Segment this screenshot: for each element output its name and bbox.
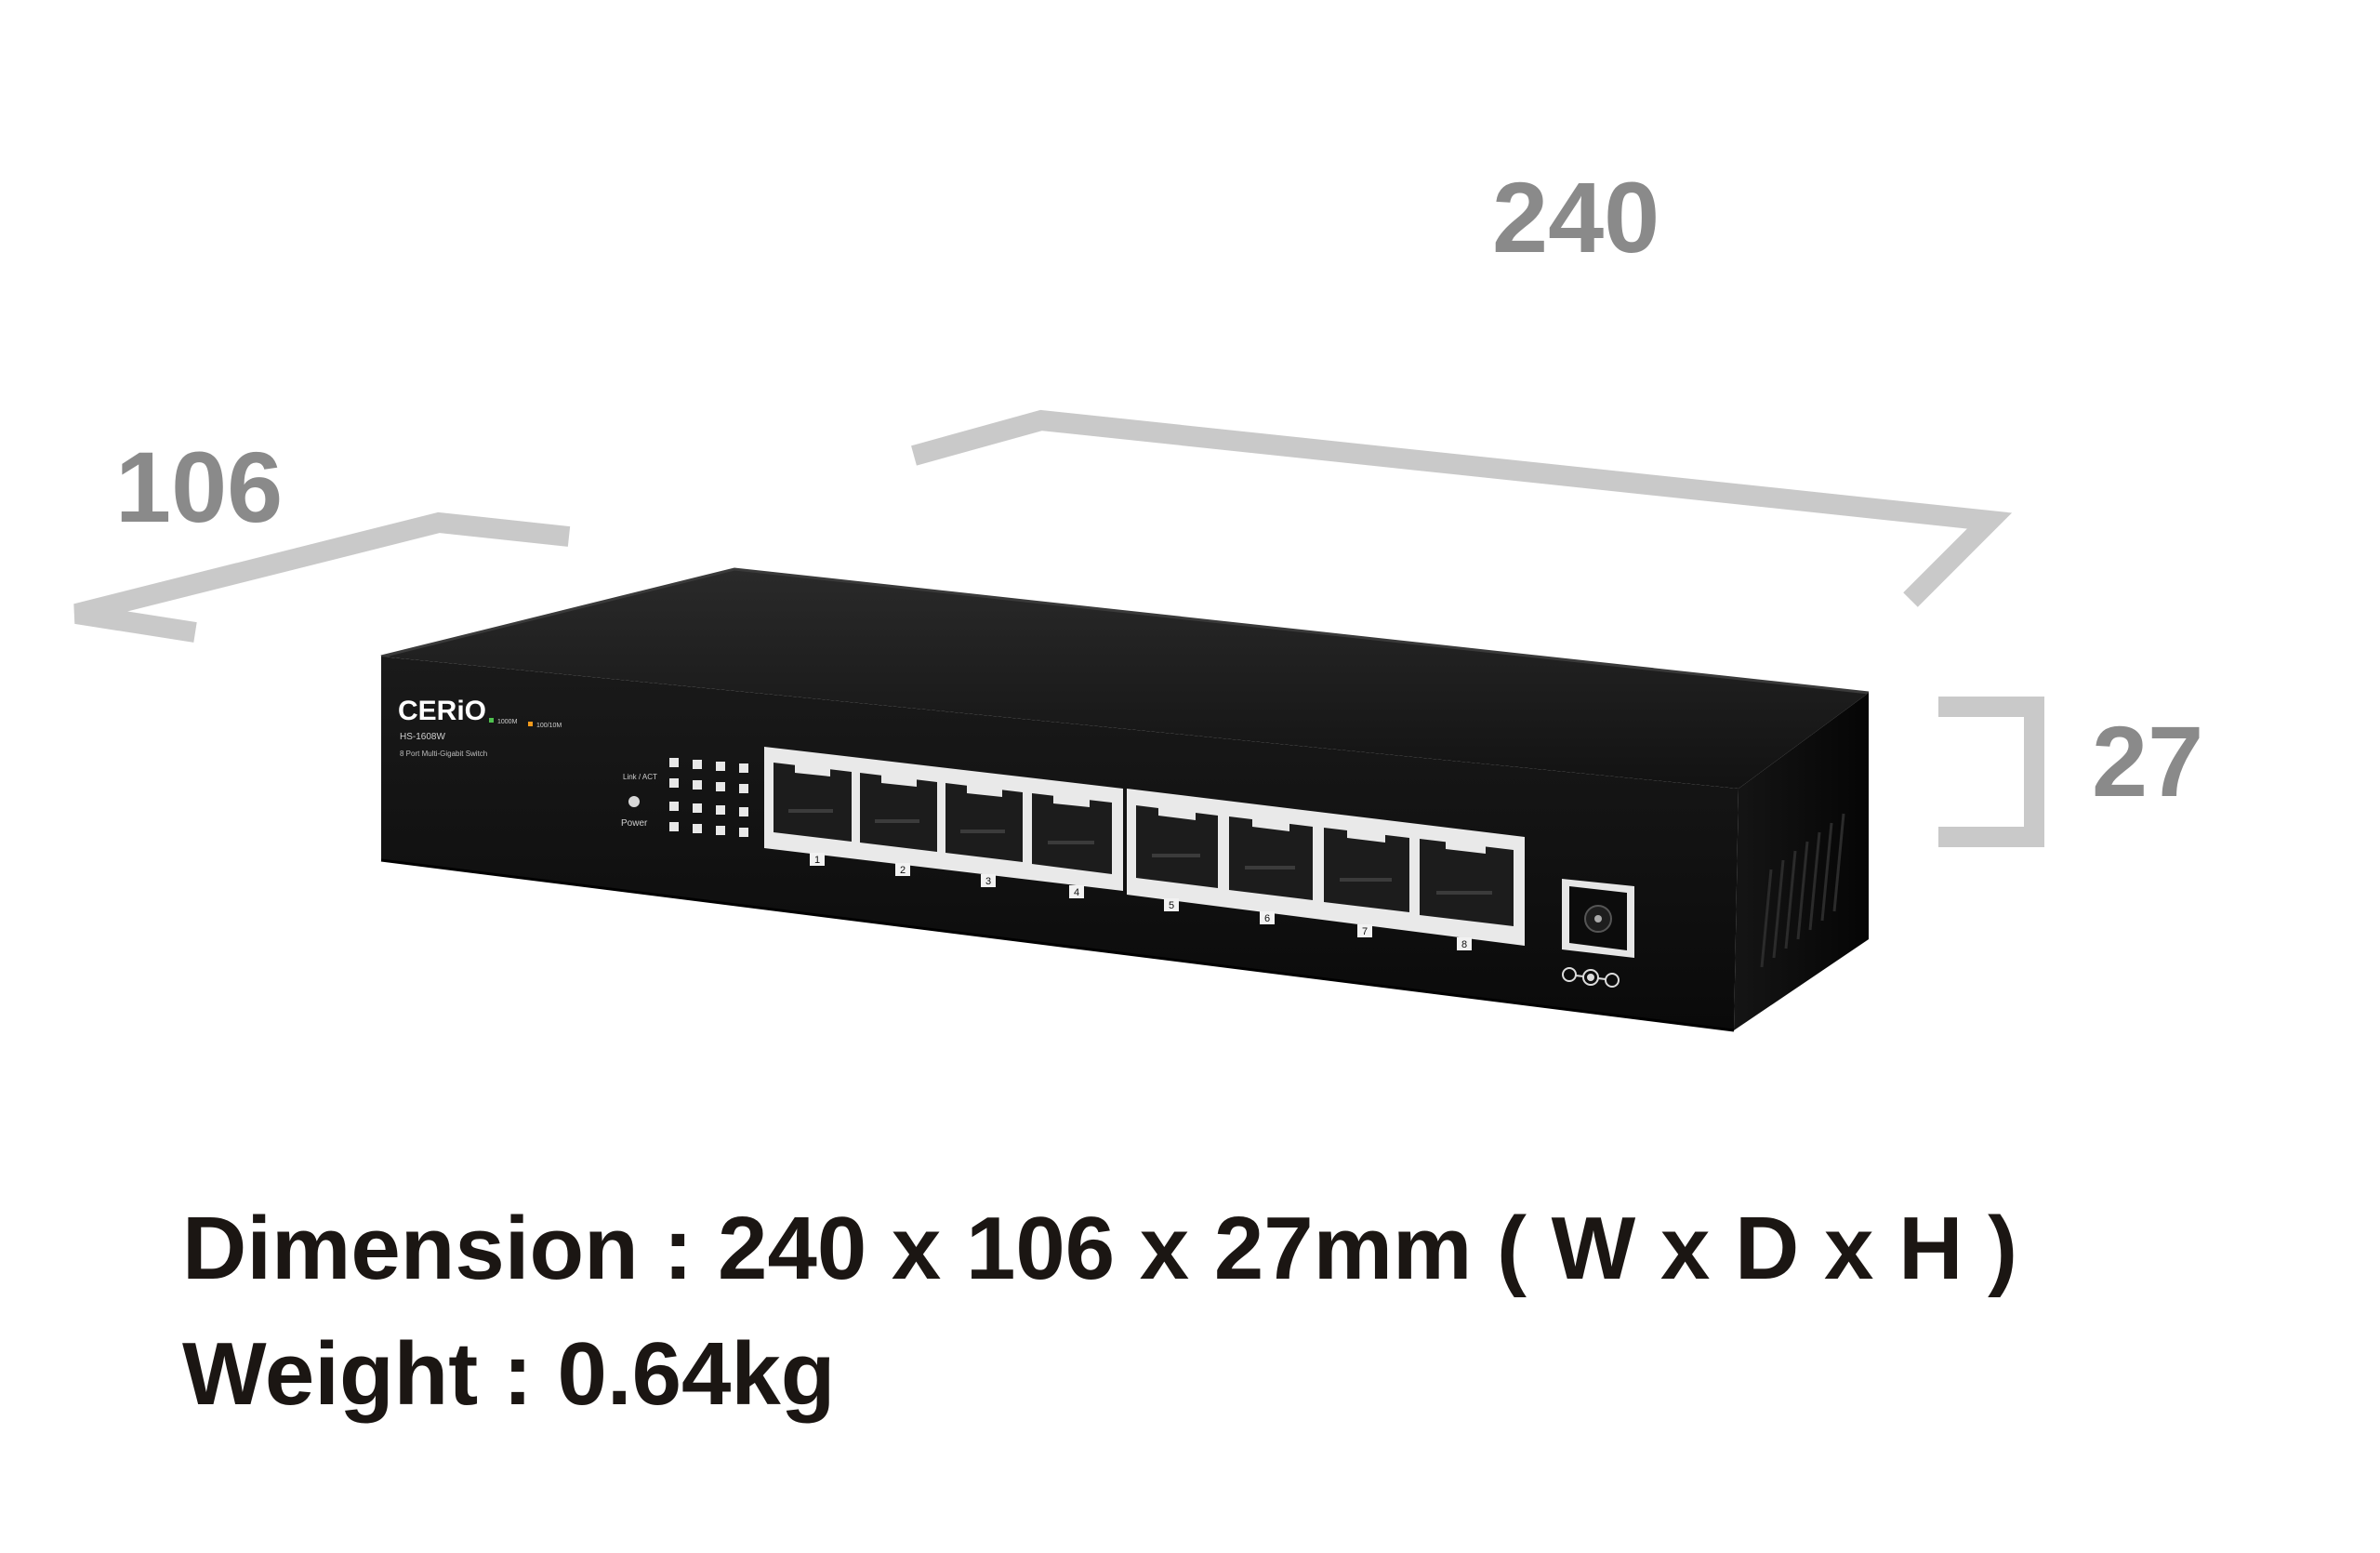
- description-label: 8 Port Multi-Gigabit Switch: [400, 750, 487, 758]
- svg-text:100/10M: 100/10M: [536, 723, 562, 729]
- dimension-spec-text: Dimension : 240 x 106 x 27mm ( W x D x H…: [182, 1199, 2018, 1298]
- dc-power-jack: [1562, 879, 1634, 958]
- port-label-6: 6: [1264, 913, 1270, 924]
- link-act-label: Link / ACT: [623, 773, 657, 781]
- depth-dimension-label: 106: [115, 431, 284, 543]
- port-label-8: 8: [1461, 939, 1467, 950]
- width-dimension-line: [911, 409, 2013, 607]
- rj45-ports: [774, 758, 1514, 926]
- power-led: [628, 796, 640, 807]
- switch-top-face: [381, 569, 1869, 789]
- svg-text:1000M: 1000M: [497, 719, 518, 725]
- weight-spec-text: Weight : 0.64kg: [182, 1324, 836, 1424]
- port-number-labels: 1 2 3 4 5 6 7 8: [810, 853, 1472, 950]
- dc-polarity-icon: [1562, 967, 1620, 988]
- port-8: [1420, 834, 1514, 926]
- port-label-1: 1: [814, 855, 820, 866]
- port-5: [1136, 801, 1218, 888]
- port-label-7: 7: [1362, 926, 1368, 937]
- brand-logo: CERiO: [398, 696, 486, 726]
- port-6: [1229, 812, 1313, 900]
- switch-right-side: [1734, 693, 1869, 1030]
- port-7: [1324, 823, 1409, 912]
- power-label: Power: [621, 818, 648, 829]
- model-label: HS-1608W: [400, 732, 445, 742]
- port-3: [945, 778, 1023, 862]
- led-indicator-grid: [669, 758, 748, 837]
- port-4: [1032, 789, 1112, 874]
- speed-legend: 1000M 100/10M: [489, 718, 562, 729]
- port-label-3: 3: [985, 876, 991, 887]
- height-dimension-line: [1938, 697, 2044, 847]
- port-label-2: 2: [900, 865, 906, 876]
- port-label-4: 4: [1074, 887, 1079, 898]
- side-vents: [1760, 813, 1845, 968]
- port-1: [774, 758, 852, 842]
- depth-dimension-line: [73, 511, 571, 643]
- port-label-5: 5: [1169, 900, 1174, 911]
- width-dimension-label: 240: [1492, 161, 1660, 273]
- port-2: [860, 768, 937, 852]
- height-dimension-label: 27: [2092, 705, 2204, 817]
